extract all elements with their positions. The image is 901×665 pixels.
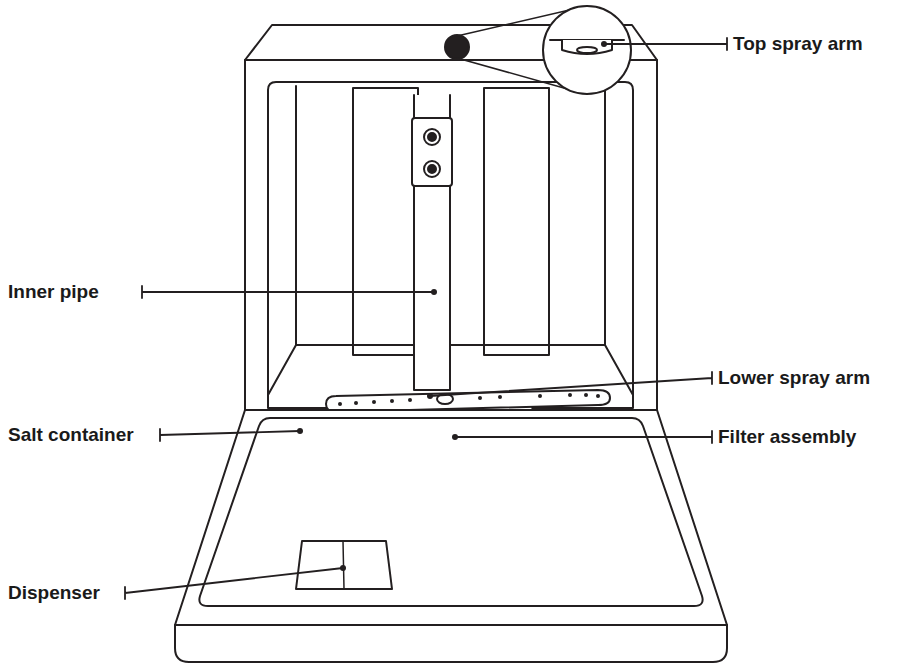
part-label: Lower spray arm [718, 366, 870, 390]
wall-panel [484, 88, 549, 355]
dispenser-split [343, 541, 344, 589]
part-label: Dispenser [8, 581, 100, 605]
dispenser [296, 541, 392, 589]
mount-hole [424, 129, 440, 145]
spray-holes [338, 393, 600, 406]
door [175, 410, 727, 662]
mount-hole [424, 161, 440, 177]
leader-line [604, 38, 727, 50]
part-label: Filter assembly [718, 425, 856, 449]
leader-line [455, 431, 712, 443]
pipe-mount [412, 118, 452, 186]
part-label: Inner pipe [8, 280, 99, 304]
mount-hole [428, 165, 436, 173]
door-inner-panel [199, 418, 702, 606]
magnified-hub [562, 40, 612, 54]
leader-dots [297, 41, 607, 571]
door-edge [175, 624, 727, 626]
part-label: Top spray arm [733, 32, 863, 56]
magnifier-circle [543, 6, 631, 94]
leader-line [430, 372, 712, 396]
inner-tub [268, 82, 633, 408]
cabinet-body [245, 60, 657, 410]
leader-line [160, 429, 300, 441]
part-label: Salt container [8, 423, 134, 447]
leader-lines [125, 38, 727, 599]
magnified-nozzle [577, 47, 597, 53]
leader-line [125, 568, 343, 599]
top-spray-arm-marker [445, 35, 469, 59]
leader-line [142, 286, 434, 298]
mount-hole [428, 133, 436, 141]
wall-panel [353, 88, 418, 355]
